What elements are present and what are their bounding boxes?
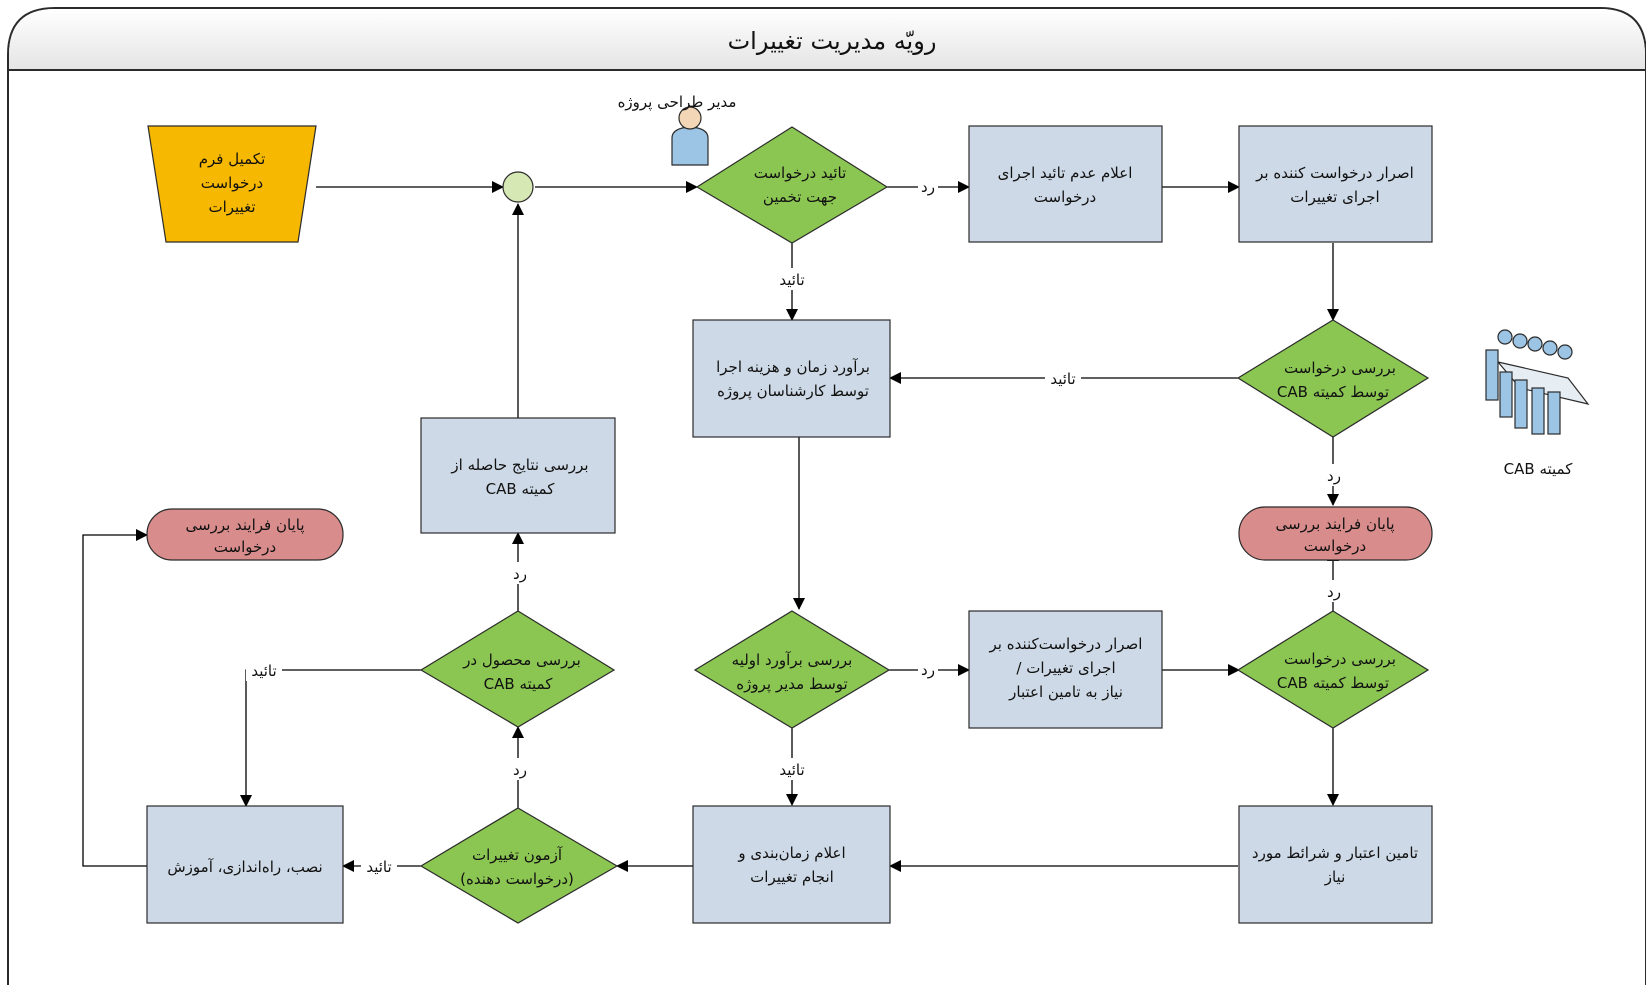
node-test: آزمون تغییرات(درخواست دهنده) (460, 846, 574, 888)
edge-labels: رد تائید تائید رد رد رد تائید رد رد تائی… (246, 176, 1345, 877)
insist2-box (968, 610, 1163, 729)
label-reject: رد (921, 661, 935, 679)
project-manager-icon (671, 106, 709, 166)
label-approve: تائید (779, 271, 804, 289)
end-right-terminator (1238, 506, 1433, 561)
cab-review2-diamond (1236, 610, 1430, 729)
frame-outline (7, 7, 1646, 985)
insist1-box (1238, 125, 1433, 243)
label-reject: رد (921, 178, 935, 196)
cab-committee-label: کمیته CAB (1504, 460, 1574, 478)
estimate-box (692, 319, 891, 438)
label-approve: تائید (779, 761, 804, 779)
diagram-title: رویّه مدیریت تغییرات (728, 27, 937, 55)
label-approve: تائید (251, 662, 276, 680)
cab-results-box (420, 417, 616, 534)
product-review-diamond (419, 610, 616, 728)
install-box (146, 805, 344, 924)
pm-review-diamond (693, 610, 891, 729)
label-reject: رد (513, 565, 527, 583)
frame-header (9, 9, 1645, 70)
label-reject: رد (513, 761, 527, 779)
notify-reject-box (968, 125, 1163, 243)
frame: رویّه مدیریت تغییرات (7, 7, 1646, 985)
project-manager-label: مدیر طراحی پروژه (618, 93, 737, 112)
test-diamond (419, 807, 619, 924)
funding-box (1238, 805, 1433, 924)
label-reject: رد (1327, 467, 1341, 485)
edge-install-endleft (82, 529, 148, 867)
label-approve: تائید (1050, 370, 1075, 388)
merge-junction (502, 171, 534, 203)
cab-review1-diamond (1236, 319, 1430, 438)
form-input-shape (147, 125, 317, 243)
approve-estimate-diamond (695, 126, 889, 244)
end-left-terminator (146, 508, 344, 561)
cab-committee-icon (1485, 329, 1590, 435)
label-approve: تائید (366, 858, 391, 876)
edge-product-install (240, 669, 421, 807)
label-reject: رد (1327, 583, 1341, 601)
node-install: نصب، راه‌اندازی، آموزش (167, 858, 322, 876)
schedule-box (692, 805, 891, 924)
edges (82, 181, 1339, 872)
